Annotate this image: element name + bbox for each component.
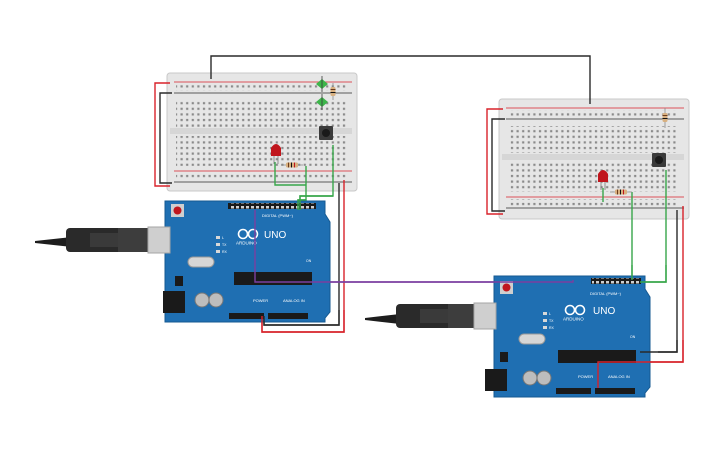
wire-red-right-rail (486, 108, 503, 215)
rx-label: RX (222, 250, 228, 254)
l-label: L (222, 236, 224, 240)
breadboard-left[interactable] (166, 72, 358, 192)
board-maker-label: ARDUINO (563, 317, 584, 322)
led-left-icon[interactable] (271, 144, 281, 164)
header-power-label: POWER (253, 298, 268, 303)
header-analog-label: ANALOG IN (283, 298, 305, 303)
wire-black-right-rail (491, 118, 505, 212)
wires-front (254, 195, 684, 388)
wire-green-front-b (299, 195, 333, 210)
resistor-left-top-icon[interactable] (330, 83, 336, 100)
usb-cable-right-icon (365, 302, 497, 330)
wire-green-led-left (274, 162, 306, 186)
on-label: ON (630, 335, 636, 339)
arduino-right[interactable]: UNO ARDUINO DIGITAL (PWM~) POWER ANALOG … (485, 275, 651, 398)
wire-purple-serial-front (254, 210, 574, 283)
tx-label: TX (222, 243, 227, 247)
wire-red-left-rail (154, 82, 170, 187)
wire-black-bridge (210, 55, 591, 104)
led-right-icon[interactable] (598, 170, 608, 190)
on-label: ON (306, 259, 312, 263)
diode-upper-icon[interactable] (316, 76, 328, 92)
tx-label: TX (549, 319, 554, 323)
wire-black-right-gnd (658, 210, 678, 353)
board-brand-label: UNO (264, 230, 286, 241)
wire-green-front-d (640, 265, 667, 283)
resistor-right-bottom-icon[interactable] (610, 189, 632, 195)
arduino-left[interactable]: UNO ARDUINO DIGITAL (PWM~) POWER ANALOG … (163, 200, 331, 323)
wire-red-front-left (261, 310, 345, 333)
infinity-logo-icon (237, 228, 259, 240)
wire-green-front-a (297, 199, 306, 210)
usb-cable-left-icon (35, 226, 171, 254)
push-button-right-icon[interactable] (652, 153, 666, 167)
wire-black-front-left (263, 310, 340, 326)
resistor-left-bottom-icon[interactable] (281, 162, 303, 168)
board-brand-label: UNO (593, 306, 615, 317)
wire-red-front-right (597, 340, 684, 388)
rx-label: RX (549, 326, 555, 330)
infinity-logo-icon (564, 304, 586, 316)
header-analog-label: ANALOG IN (608, 374, 630, 379)
resistor-right-top-icon[interactable] (662, 108, 668, 128)
diode-lower-icon[interactable] (316, 94, 328, 110)
l-label: L (549, 312, 551, 316)
breadboard-right[interactable] (498, 98, 690, 220)
header-digital-label: DIGITAL (PWM~) (262, 213, 294, 218)
wire-black-left-rail (159, 92, 172, 184)
board-maker-label: ARDUINO (236, 241, 257, 246)
wire-black-front-right (640, 340, 678, 353)
header-digital-label: DIGITAL (PWM~) (590, 291, 622, 296)
header-power-label: POWER (578, 374, 593, 379)
push-button-left-icon[interactable] (319, 126, 333, 140)
